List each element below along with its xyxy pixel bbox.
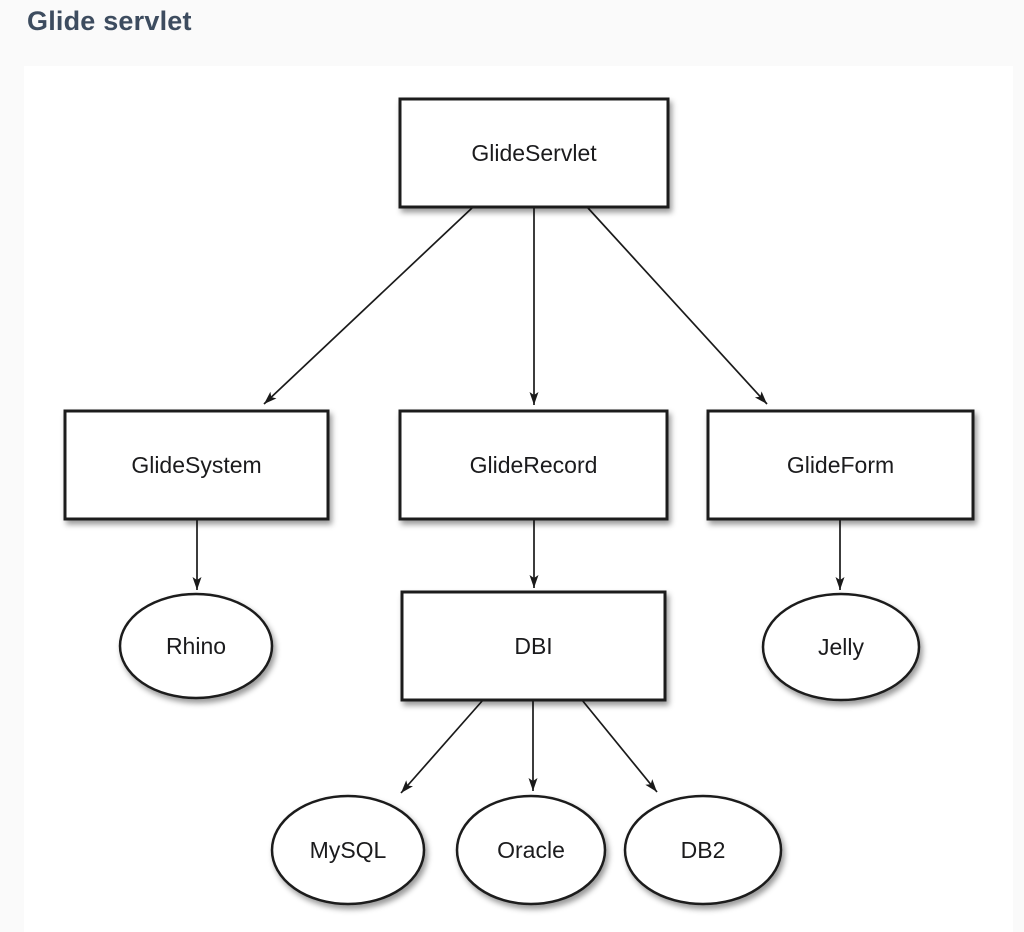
diagram-panel [24,66,1013,932]
page-title: Glide servlet [27,6,192,36]
